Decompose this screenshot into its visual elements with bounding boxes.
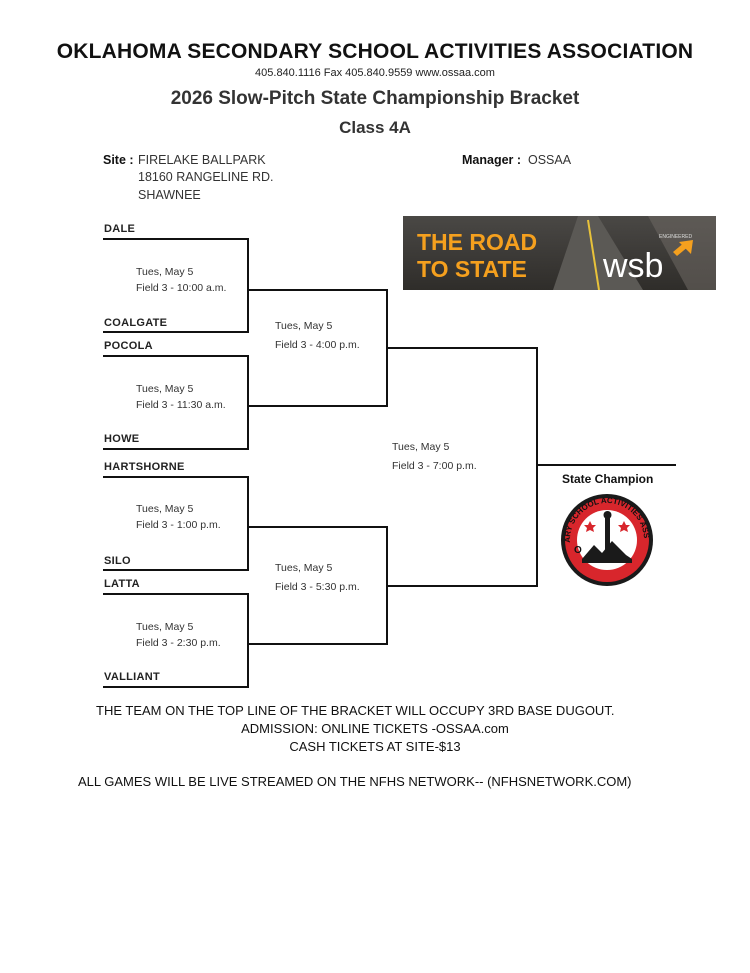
game-1-time: Field 3 - 10:00 a.m. [136, 282, 227, 294]
dugout-note: THE TEAM ON THE TOP LINE OF THE BRACKET … [96, 703, 615, 718]
contact-info: 405.840.1116 Fax 405.840.9559 www.ossaa.… [255, 67, 495, 79]
cash-tickets-note: CASH TICKETS AT SITE-$13 [289, 739, 461, 754]
seal-letter: O [574, 545, 582, 556]
semifinal-1-time: Field 3 - 4:00 p.m. [275, 339, 360, 351]
semifinal-2-info: Tues, May 5 Field 3 - 5:30 p.m. [275, 559, 360, 597]
r1-connector-3 [247, 476, 249, 571]
game-1-info: Tues, May 5 Field 3 - 10:00 a.m. [136, 264, 226, 296]
game-4-day: Tues, May 5 [136, 621, 194, 633]
line-howe [103, 448, 249, 450]
game-3-day: Tues, May 5 [136, 503, 194, 515]
organization-title: OKLAHOMA SECONDARY SCHOOL ACTIVITIES ASS… [56, 40, 694, 63]
team-coalgate: COALGATE [104, 317, 168, 329]
banner-brand: wsb [602, 247, 663, 285]
semifinal-1-day: Tues, May 5 [275, 320, 333, 332]
banner-line2: TO STATE [417, 256, 527, 282]
line-valliant [103, 686, 249, 688]
banner-graphic: THE ROAD TO STATE wsb ENGINEERED [403, 216, 716, 290]
semifinal-2-day: Tues, May 5 [275, 562, 333, 574]
team-latta: LATTA [104, 578, 140, 590]
banner-tagline: ENGINEERED [659, 234, 692, 240]
line-coalgate [103, 331, 249, 333]
team-dale: DALE [104, 223, 136, 235]
line-hartshorne [103, 476, 249, 478]
game-2-time: Field 3 - 11:30 a.m. [136, 399, 226, 411]
arrow-head-icon [679, 240, 693, 254]
team-hartshorne: HARTSHORNE [104, 461, 185, 473]
team-silo: SILO [104, 555, 131, 567]
line-latta [103, 593, 249, 595]
team-pocola: POCOLA [104, 340, 153, 352]
game-1-day: Tues, May 5 [136, 266, 194, 278]
game-3-time: Field 3 - 1:00 p.m. [136, 519, 221, 531]
final-info: Tues, May 5 Field 3 - 7:00 p.m. [392, 438, 477, 476]
line-sf2-bottom [247, 643, 388, 645]
final-time: Field 3 - 7:00 p.m. [392, 460, 477, 472]
site-address: 18160 RANGELINE RD. [138, 170, 274, 184]
line-silo [103, 569, 249, 571]
ossaa-seal-icon: SECONDARY SCHOOL ACTIVITIES ASSOCIATION … [557, 486, 654, 587]
class-title: Class 4A [339, 118, 411, 137]
r1-connector-1 [247, 238, 249, 333]
line-champion [536, 464, 676, 466]
game-3-info: Tues, May 5 Field 3 - 1:00 p.m. [136, 501, 221, 533]
manager-value: OSSAA [528, 153, 572, 167]
line-sf2-top [247, 526, 388, 528]
line-final-top [386, 347, 538, 349]
final-day: Tues, May 5 [392, 441, 450, 453]
line-final-bottom [386, 585, 538, 587]
line-dale [103, 238, 249, 240]
state-champion-label: State Champion [562, 472, 654, 486]
seal-graphic: SECONDARY SCHOOL ACTIVITIES ASSOCIATION … [557, 486, 653, 586]
site-label: Site : [103, 153, 134, 167]
admission-note: ADMISSION: ONLINE TICKETS -OSSAA.com [241, 721, 509, 736]
r1-connector-4 [247, 593, 249, 688]
bracket-title: 2026 Slow-Pitch State Championship Brack… [170, 88, 580, 109]
team-howe: HOWE [104, 433, 140, 445]
game-2-day: Tues, May 5 [136, 383, 194, 395]
line-pocola [103, 355, 249, 357]
semifinal-2-time: Field 3 - 5:30 p.m. [275, 581, 360, 593]
line-sf1-top [247, 289, 388, 291]
site-city: SHAWNEE [138, 188, 201, 202]
road-to-state-banner: THE ROAD TO STATE wsb ENGINEERED [403, 216, 716, 290]
semifinal-1-info: Tues, May 5 Field 3 - 4:00 p.m. [275, 317, 360, 355]
site-name: FIRELAKE BALLPARK [138, 153, 266, 167]
stream-note: ALL GAMES WILL BE LIVE STREAMED ON THE N… [78, 774, 632, 789]
game-4-time: Field 3 - 2:30 p.m. [136, 637, 221, 649]
final-connector [536, 347, 538, 587]
game-4-info: Tues, May 5 Field 3 - 2:30 p.m. [136, 619, 221, 651]
game-2-info: Tues, May 5 Field 3 - 11:30 a.m. [136, 381, 226, 413]
r1-connector-2 [247, 355, 249, 450]
team-valliant: VALLIANT [104, 671, 160, 683]
manager-label: Manager : [462, 153, 522, 167]
line-sf1-bottom [247, 405, 388, 407]
banner-line1: THE ROAD [417, 229, 537, 255]
